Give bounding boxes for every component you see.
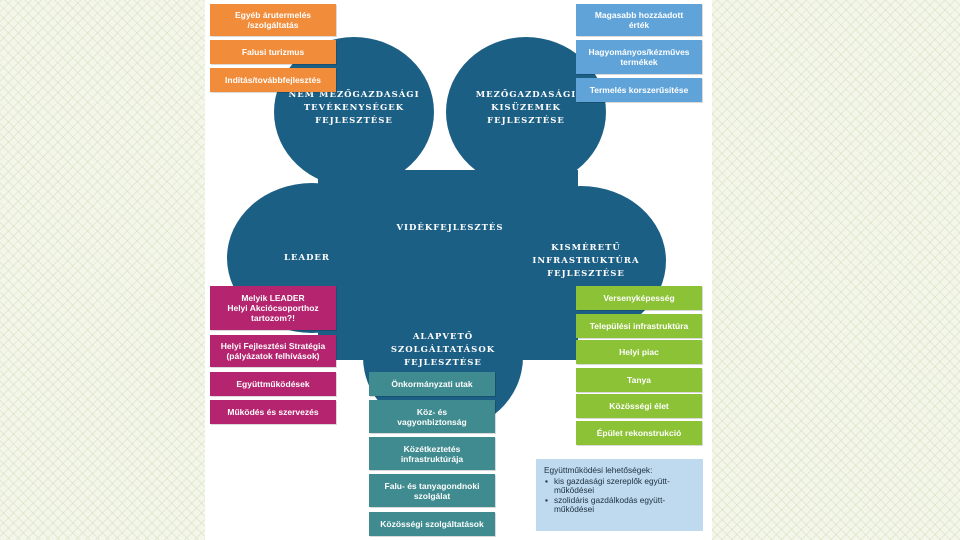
teal-box: Önkormányzati utak <box>369 372 495 396</box>
magenta-box: Működés és szervezés <box>210 400 336 424</box>
circle-non-agricultural-label: NEM MEZŐGAZDASÁGI TEVÉKENYSÉGEK FEJLESZT… <box>288 89 420 126</box>
magenta-box: Helyi Fejlesztési Stratégia (pályázatok … <box>210 335 336 367</box>
circle-leader-label: LEADER <box>284 252 330 263</box>
magenta-box: Melyik LEADER Helyi Akciócsoporthoz tart… <box>210 286 336 330</box>
orange-box: Falusi turizmus <box>210 40 336 64</box>
cooperation-list: kis gazdasági szereplők együtt- működése… <box>544 476 695 515</box>
blue-box: Magasabb hozzáadott érték <box>576 4 702 36</box>
circle-basic-services-label: ALAPVETŐ SZOLGÁLTATÁSOK FEJLESZTÉSE <box>390 331 496 368</box>
green-box: Közösségi élet <box>576 394 702 418</box>
cooperation-item: szolidáris gazdálkodás együtt- működései <box>545 495 695 515</box>
cooperation-item: kis gazdasági szereplők együtt- működése… <box>545 476 695 496</box>
circle-infrastructure-label: KISMÉRETŰ INFRASTRUKTÚRA FEJLESZTÉSE <box>532 242 640 279</box>
green-box: Tanya <box>576 368 702 392</box>
circle-agricultural-label: MEZŐGAZDASÁGI KISÜZEMEK FEJLESZTÉSE <box>475 89 577 126</box>
green-box: Versenyképesség <box>576 286 702 310</box>
blue-box: Termelés korszerűsítése <box>576 78 702 102</box>
circle-infrastructure: KISMÉRETŰ INFRASTRUKTÚRA FEJLESZTÉSE <box>496 186 666 336</box>
left-background-panel <box>0 0 205 540</box>
teal-box: Közétkeztetés infrastruktúrája <box>369 437 495 470</box>
orange-box: Indítás/továbbfejlesztés <box>210 68 336 92</box>
teal-box: Köz- és vagyonbiztonság <box>369 400 495 433</box>
center-title: VIDÉKFEJLESZTÉS <box>396 223 504 233</box>
teal-box: Falu- és tanyagondnoki szolgálat <box>369 474 495 507</box>
right-background-panel <box>712 0 960 540</box>
teal-box: Közösségi szolgáltatások <box>369 512 495 536</box>
cooperation-box: Együttműködési lehetőségek: kis gazdaság… <box>536 459 703 531</box>
green-box: Helyi piac <box>576 340 702 364</box>
green-box: Épület rekonstrukció <box>576 421 702 445</box>
blue-box: Hagyományos/kézműves termékek <box>576 40 702 74</box>
magenta-box: Együttműködések <box>210 372 336 396</box>
cooperation-title: Együttműködési lehetőségek: <box>544 465 653 475</box>
orange-box: Egyéb árutermelés /szolgáltatás <box>210 4 336 36</box>
green-box: Települési infrastruktúra <box>576 314 702 338</box>
